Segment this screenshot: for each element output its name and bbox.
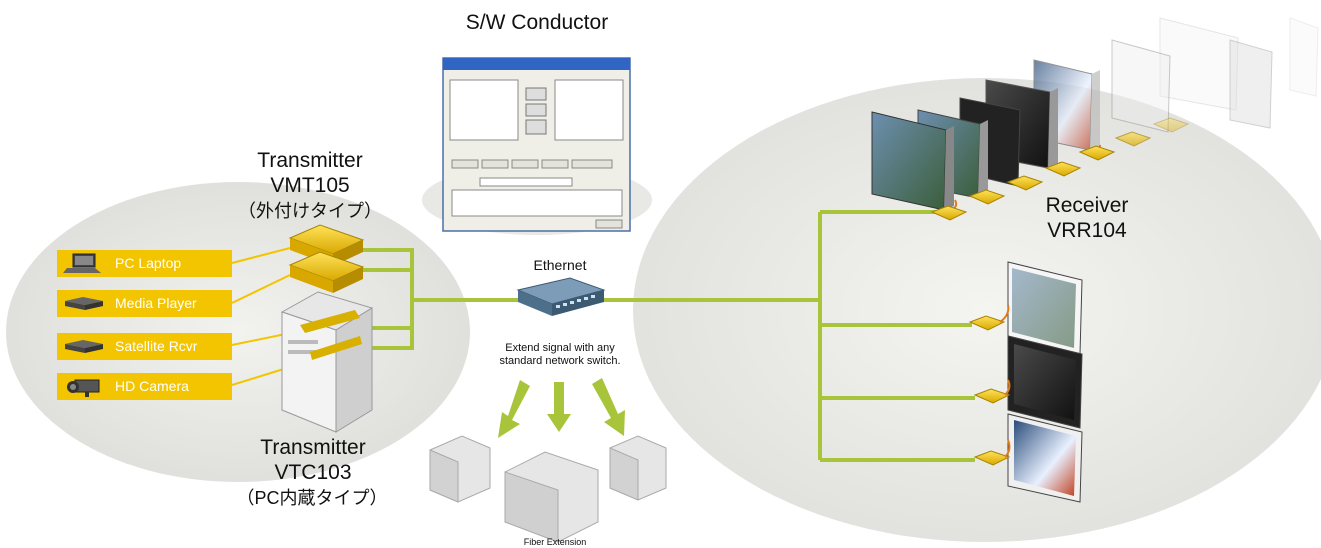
source-media-player: Media Player [57,290,232,317]
source-label: PC Laptop [115,255,182,271]
source-label: Satellite Rcvr [115,338,198,354]
fiber-arrows [498,378,625,438]
source-label: Media Player [115,295,197,311]
receiver-monitor-1 [968,261,1083,355]
source-hd-camera: HD Camera [57,373,232,400]
buildings [429,435,667,543]
ethernet-note-1: Extend signal with any [505,342,615,354]
transmitter-ext-label-3: （外付けタイプ） [238,201,382,221]
source-pc-laptop: PC Laptop [57,250,232,277]
pc-tower-vtc103 [280,291,374,433]
transmitter-box-vmt105 [288,224,365,293]
receiver-cables [602,210,975,462]
transmitter-pc-label-2: VTC103 [274,461,352,484]
receiver-zone [633,78,1321,542]
conductor-window [422,57,652,235]
transmitter-pc-label-1: Transmitter [260,436,366,459]
fiber-extension-label: Fiber Extension [523,537,587,547]
receiver-monitor-3 [973,413,1083,503]
transmitter-zone [6,182,470,482]
source-label: HD Camera [115,378,189,394]
media-player-icon [65,297,103,310]
receiver-label-2: VRR104 [1047,219,1127,242]
transmitter-pc-label-3: （PC内蔵タイプ） [236,488,388,508]
receiver-monitor-2 [973,335,1083,429]
conductor-title: S/W Conductor [465,11,609,34]
receiver-monitor-stack [871,17,1319,221]
satellite-receiver-icon [65,340,103,353]
laptop-icon [63,253,101,273]
camera-icon [67,379,100,397]
receiver-label-1: Receiver [1045,194,1129,217]
transmitter-cables [361,248,520,350]
source-satellite-rcvr: Satellite Rcvr [57,333,232,360]
ethernet-switch [516,277,606,316]
transmitter-ext-label-2: VMT105 [270,174,350,197]
transmitter-ext-label-1: Transmitter [257,149,363,172]
ethernet-note-2: standard network switch. [499,355,621,367]
ethernet-label: Ethernet [533,257,587,273]
